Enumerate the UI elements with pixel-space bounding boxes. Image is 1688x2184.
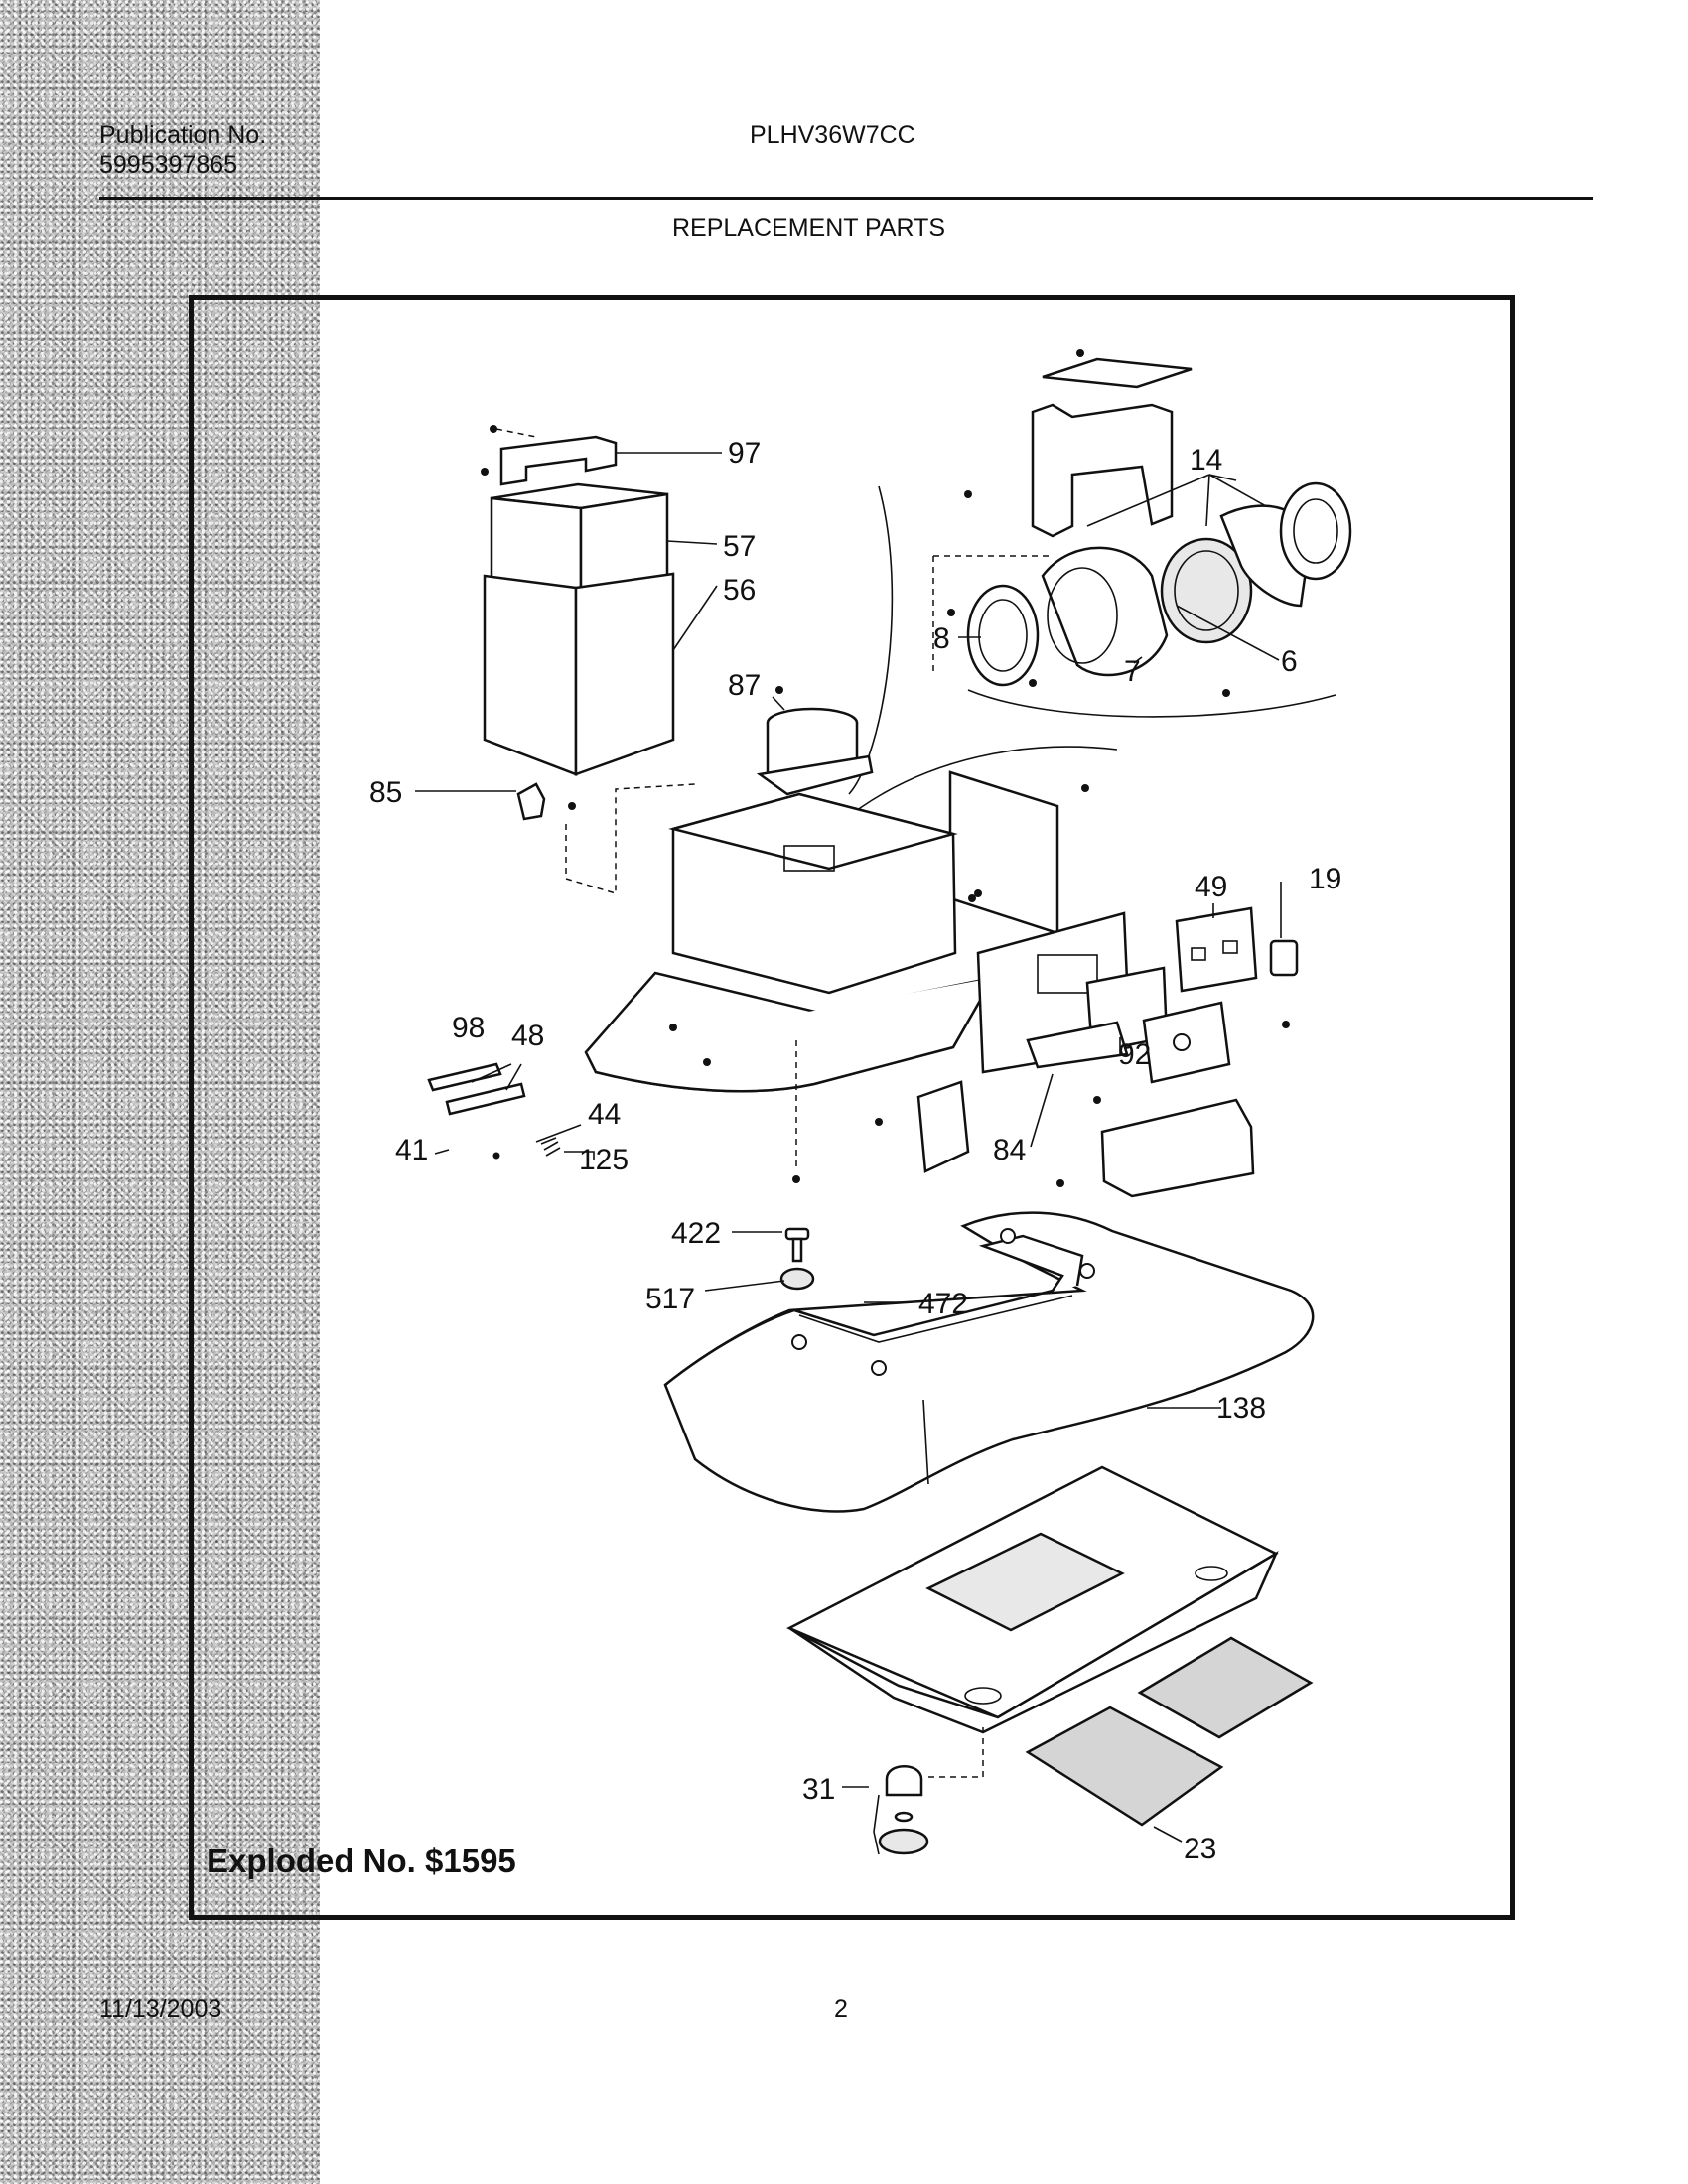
callout-98: 98 bbox=[452, 1012, 485, 1044]
page-number: 2 bbox=[834, 1995, 848, 2023]
callout-48: 48 bbox=[511, 1020, 544, 1052]
capacitor bbox=[1269, 939, 1299, 977]
publication-label: Publication No. bbox=[99, 121, 267, 149]
diagram-frame bbox=[189, 295, 1515, 1920]
duct-collar bbox=[756, 686, 874, 796]
callout-49: 49 bbox=[1195, 871, 1227, 903]
footer-date: 11/13/2003 bbox=[99, 1995, 222, 2023]
callout-97: 97 bbox=[728, 437, 761, 470]
callout-85: 85 bbox=[369, 776, 402, 809]
callout-leaders bbox=[415, 452, 1282, 1843]
side-texture-strip bbox=[0, 0, 320, 2184]
canopy bbox=[663, 1211, 1315, 1513]
filter-tray bbox=[786, 1465, 1279, 1734]
callout-6: 6 bbox=[1281, 645, 1298, 678]
exploded-number-label: Exploded No. $1595 bbox=[207, 1843, 516, 1879]
hood-body bbox=[584, 792, 996, 1183]
keypad-board bbox=[1142, 1001, 1290, 1084]
grease-filters bbox=[1025, 1636, 1314, 1827]
light-fixture bbox=[873, 1727, 984, 1855]
blower-mount-bracket bbox=[964, 349, 1193, 538]
callout-14: 14 bbox=[1190, 444, 1222, 477]
publication-number: 5995397865 bbox=[99, 151, 238, 179]
callout-84: 84 bbox=[993, 1134, 1026, 1166]
knob bbox=[784, 1227, 810, 1263]
callout-125: 125 bbox=[579, 1144, 629, 1176]
mounting-clip bbox=[516, 782, 696, 895]
chimney-bracket bbox=[481, 425, 618, 486]
control-cover bbox=[1056, 1098, 1255, 1198]
control-housing bbox=[875, 894, 1169, 1173]
callout-19: 19 bbox=[1309, 863, 1341, 895]
callout-7: 7 bbox=[1124, 655, 1141, 688]
callout-23: 23 bbox=[1184, 1833, 1216, 1865]
callout-41: 41 bbox=[395, 1134, 428, 1166]
control-board bbox=[1175, 906, 1258, 993]
callout-31: 31 bbox=[802, 1773, 835, 1806]
header-rule bbox=[99, 197, 1593, 200]
callout-44: 44 bbox=[588, 1098, 621, 1131]
callout-422: 422 bbox=[671, 1217, 721, 1250]
chimney-duct-cover bbox=[483, 482, 675, 776]
callout-8: 8 bbox=[933, 622, 950, 655]
callout-517: 517 bbox=[645, 1283, 695, 1315]
light-socket-parts bbox=[427, 1062, 561, 1160]
blower-assembly bbox=[947, 481, 1352, 718]
callout-472: 472 bbox=[918, 1288, 968, 1320]
section-title: REPLACEMENT PARTS bbox=[672, 214, 946, 242]
callout-57: 57 bbox=[723, 530, 756, 563]
grommet bbox=[779, 1267, 815, 1291]
rear-panel bbox=[948, 770, 1089, 935]
callout-87: 87 bbox=[728, 669, 761, 702]
callout-138: 138 bbox=[1216, 1392, 1266, 1425]
callout-56: 56 bbox=[723, 574, 756, 607]
callout-labels: 97 57 56 87 85 14 8 7 6 49 19 98 48 44 4… bbox=[369, 437, 1341, 1865]
callout-92: 92 bbox=[1118, 1038, 1151, 1071]
model-number: PLHV36W7CC bbox=[750, 121, 915, 149]
